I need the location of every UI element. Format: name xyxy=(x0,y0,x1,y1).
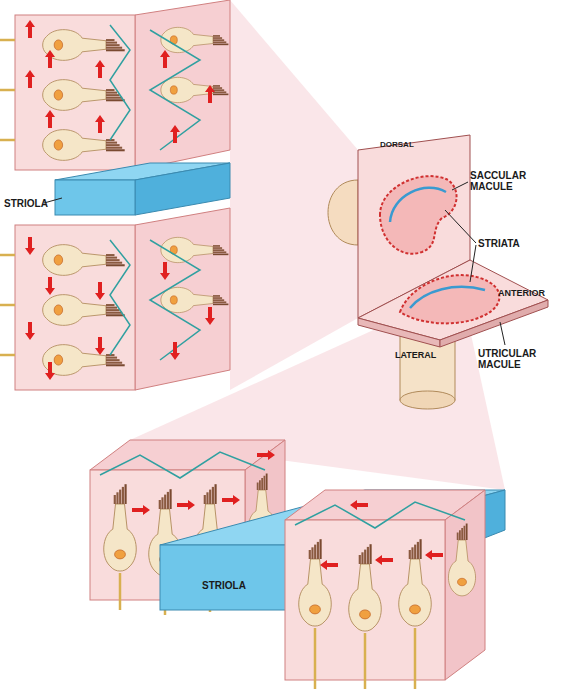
hair-cell-block xyxy=(0,0,230,170)
leader-line xyxy=(452,182,468,190)
part-label: STRIOLA xyxy=(202,580,272,591)
hair-cell-block xyxy=(285,490,485,689)
part-label: SACCULAR MACULE xyxy=(470,170,550,192)
striola-slab xyxy=(55,163,230,215)
part-label: STRIATA xyxy=(478,238,548,249)
part-label: ANTERIOR xyxy=(498,288,568,298)
leader-line xyxy=(445,210,476,243)
part-label: DORSAL xyxy=(380,140,440,149)
part-label: STRIOLA xyxy=(4,198,64,209)
leader-line xyxy=(470,245,476,282)
leader-line xyxy=(500,322,505,345)
part-label: LATERAL xyxy=(395,350,455,360)
magnifier-wedge xyxy=(230,0,358,390)
hair-cell-block xyxy=(0,208,230,390)
part-label: UTRICULAR MACULE xyxy=(478,348,563,370)
